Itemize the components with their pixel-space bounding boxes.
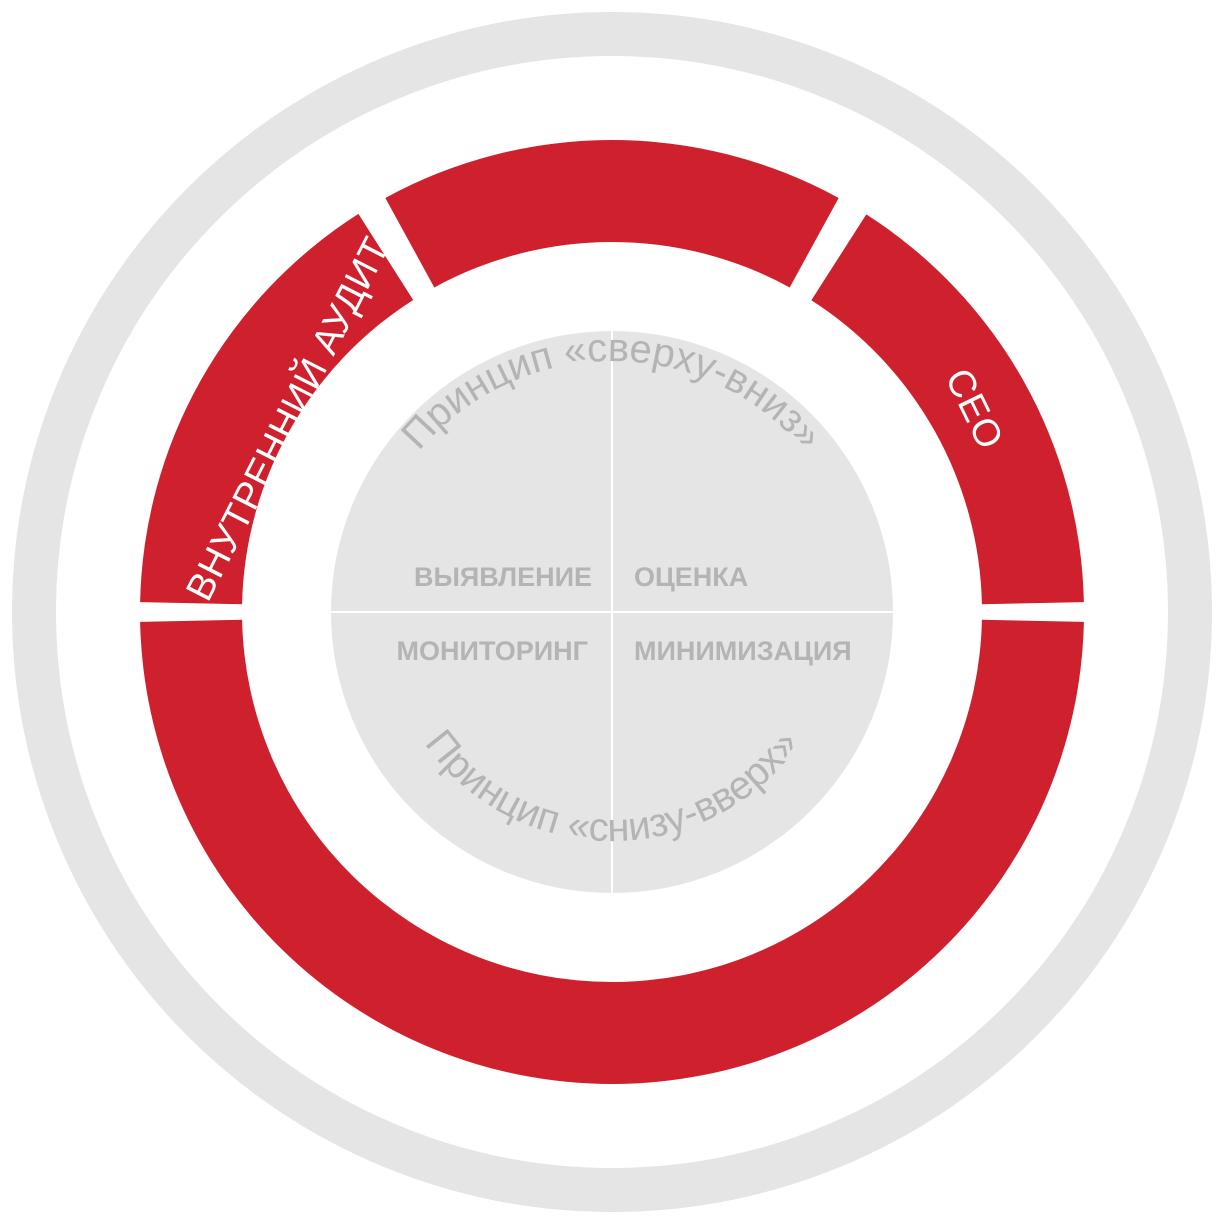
outer-ring — [12, 12, 1212, 1212]
segment-board-of-directors — [140, 619, 1084, 1084]
segment-audit-committee — [385, 140, 839, 288]
quadrant-minimization: МИНИМИЗАЦИЯ — [634, 636, 852, 666]
segment-internal-audit — [140, 213, 414, 605]
quadrant-identification: ВЫЯВЛЕНИЕ — [414, 562, 592, 592]
governance-ring — [140, 140, 1084, 1084]
quadrant-monitoring: МОНИТОРИНГ — [397, 636, 588, 666]
quadrant-assessment: ОЦЕНКА — [634, 562, 748, 592]
segment-ceo — [811, 214, 1084, 605]
